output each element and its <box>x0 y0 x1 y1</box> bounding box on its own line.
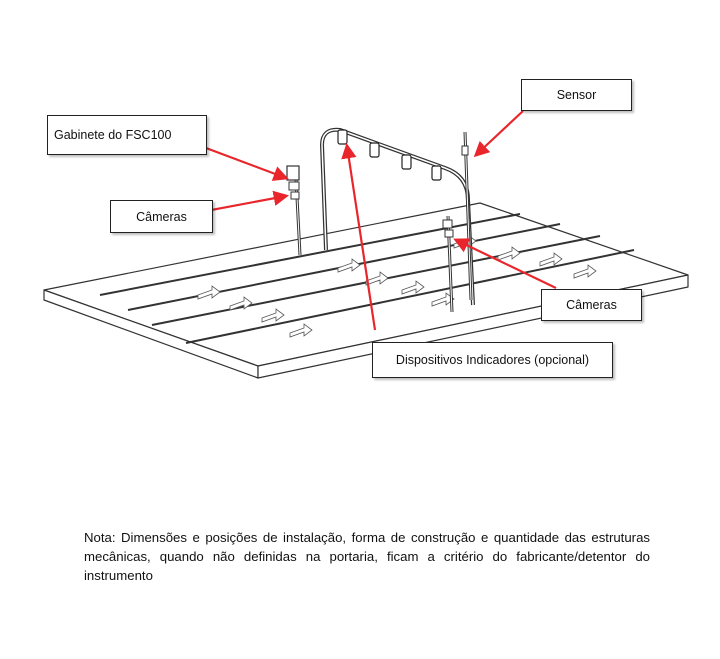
arrow-indicators <box>341 142 377 331</box>
note-text: Nota: Dimensões e posições de instalação… <box>84 530 650 583</box>
lane-arrows <box>197 234 597 338</box>
indicator-light <box>401 154 412 170</box>
camera-device <box>444 229 454 238</box>
lane-arrow <box>261 252 563 323</box>
arrow-sensor <box>473 110 524 158</box>
label-cabinet: Gabinete do FSC100 <box>47 115 207 155</box>
indicator-light <box>431 165 442 181</box>
right-camera-pole <box>442 215 454 313</box>
indicator-lights <box>337 129 442 181</box>
arrow-cabinet <box>205 146 289 181</box>
sensor-device <box>461 145 469 156</box>
label-sensor: Sensor <box>521 79 632 111</box>
label-cameras-right: Câmeras <box>541 289 642 321</box>
sensor-pole <box>461 131 473 301</box>
label-cameras-left: Câmeras <box>110 200 213 233</box>
indicator-light <box>337 129 348 145</box>
lane-arrow <box>289 264 597 338</box>
arrow-cameras-right <box>453 238 557 289</box>
label-indicators: Dispositivos Indicadores (opcional) <box>372 342 613 378</box>
camera-device <box>442 219 453 229</box>
camera-device <box>290 191 300 200</box>
camera-device <box>288 181 300 191</box>
cabinet-box <box>286 165 300 181</box>
indicator-light <box>369 142 380 158</box>
left-pole <box>286 165 302 256</box>
